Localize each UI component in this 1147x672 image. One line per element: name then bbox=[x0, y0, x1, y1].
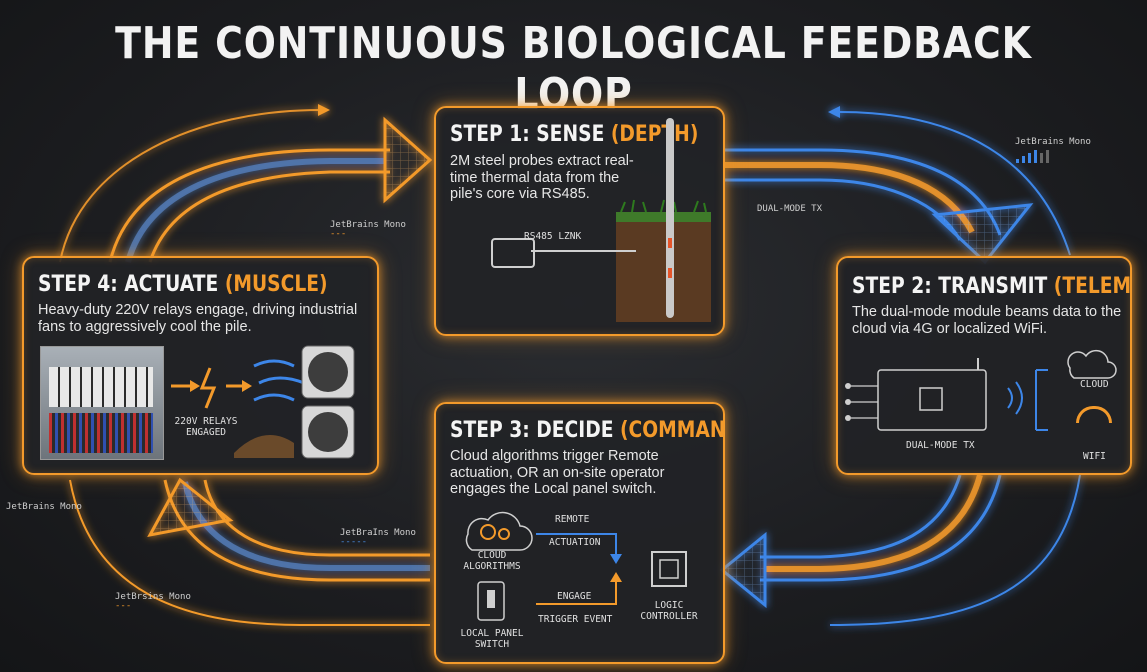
top-left-annotation: JetBrains Mono --- bbox=[330, 220, 406, 239]
actuation-label: ACTUATION bbox=[549, 537, 601, 548]
arrow-step3-to-step4 bbox=[69, 477, 430, 626]
arrow-step2-to-step3 bbox=[719, 474, 1081, 626]
step4-body: Heavy-duty 220V relays engage, driving i… bbox=[38, 302, 358, 335]
page-title: THE CONTINUOUS BIOLOGICAL FEEDBACK LOOP bbox=[115, 18, 1032, 120]
step1-heading: STEP 1: SENSE (DEPTH) bbox=[450, 122, 699, 147]
rs485-cable-label: RS485 LZNK bbox=[524, 231, 582, 242]
probe-soil-illustration bbox=[616, 118, 711, 322]
step4-heading: STEP 4: ACTUATE (MUSCLE) bbox=[38, 272, 328, 297]
arrow-step4-to-step1 bbox=[59, 104, 433, 263]
actuation-illustration bbox=[171, 345, 355, 459]
rs485-cable bbox=[531, 250, 636, 252]
center-annotation: JetBraIns Mono ----- bbox=[340, 528, 416, 547]
decision-illustration bbox=[465, 511, 687, 621]
step3-heading: STEP 3: DECIDE (COMMAND) bbox=[450, 418, 725, 443]
step1-card: STEP 1: SENSE (DEPTH) 2M steel probes ex… bbox=[434, 106, 725, 336]
board-label: DUAL-MODE TX bbox=[906, 440, 975, 451]
step1-body: 2M steel probes extract real-time therma… bbox=[450, 153, 634, 202]
rs485-connector-icon bbox=[491, 238, 535, 268]
logic-controller-label: LOGIC CONTROLLER bbox=[640, 600, 698, 622]
step2-body: The dual-mode module beams data to the c… bbox=[852, 304, 1122, 337]
local-panel-switch-label: LOCAL PANEL SWITCH bbox=[460, 628, 524, 650]
trigger-event-label: TRIGGER EVENT bbox=[538, 614, 613, 625]
cloud-algorithms-label: CLOUD ALGORITHMS bbox=[463, 550, 521, 572]
engage-label: ENGAGE bbox=[557, 591, 592, 602]
arrow-step1-to-step2 bbox=[725, 106, 1071, 265]
bottom-left-annotation: JetBrains Mono bbox=[6, 502, 82, 512]
signal-bars-icon bbox=[1016, 150, 1049, 163]
step2-card: STEP 2: TRANSMIT (TELEMETRY) The dual-mo… bbox=[836, 256, 1132, 475]
wifi-label: WIFI bbox=[1083, 451, 1106, 462]
dual-mode-tx-annotation: DUAL-MODE TX bbox=[757, 204, 823, 214]
relay-label: 220V RELAYS ENGAGED bbox=[174, 416, 238, 438]
lower-left-annotation: JetBrsins Mono --- bbox=[115, 592, 191, 611]
step3-body: Cloud algorithms trigger Remote actuatio… bbox=[450, 448, 665, 497]
step3-card: STEP 3: DECIDE (COMMAND) Cloud algorithm… bbox=[434, 402, 725, 664]
step2-heading: STEP 2: TRANSMIT (TELEMETRY) bbox=[852, 274, 1132, 299]
top-right-annotation: JetBrains Mono bbox=[1015, 137, 1091, 147]
remote-label: REMOTE bbox=[555, 514, 590, 525]
step4-card: STEP 4: ACTUATE (MUSCLE) Heavy-duty 220V… bbox=[22, 256, 379, 475]
dual-mode-board-illustration bbox=[845, 349, 1117, 431]
relay-panel-photo bbox=[40, 346, 164, 460]
cloud-label: CLOUD bbox=[1080, 379, 1109, 390]
